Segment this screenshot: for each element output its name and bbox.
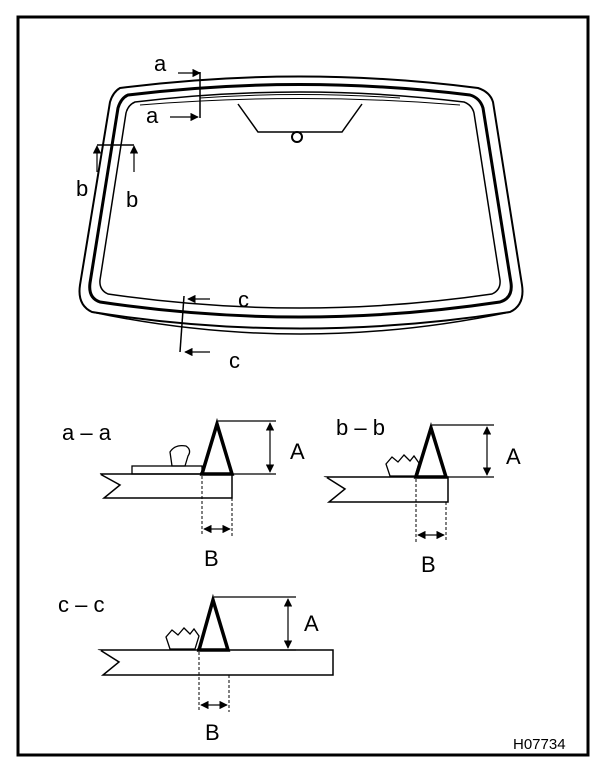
section-marker-b-right: b [126,187,138,212]
retainer-clip [169,444,191,467]
section-title: c – c [58,592,104,617]
figure-frame [16,15,590,757]
section-detail-a-a: a – a A B [62,417,305,571]
section-cut-a: a a [146,51,201,128]
mirror-mount-icon [291,131,303,143]
section-title: a – a [62,420,112,445]
section-title: b – b [336,415,385,440]
body-panel [99,473,233,499]
height-label: A [290,439,305,464]
dam-rubber [385,454,420,477]
dam-rubber [165,627,200,650]
section-marker-a-top: a [154,51,167,76]
moulding-strip [131,465,203,475]
adhesive-bead [196,593,231,652]
section-cut-b: b b [76,144,138,212]
adhesive-bead [199,417,235,476]
section-detail-b-b: b – b A B [323,415,521,577]
height-label: A [304,611,319,636]
windshield-outline [78,75,524,335]
width-label: B [205,720,220,745]
body-panel [323,476,449,503]
width-label: B [204,546,219,571]
adhesive-bead [413,422,449,479]
height-label: A [506,444,521,469]
section-marker-c-top: c [238,287,249,312]
body-panel [97,649,334,676]
section-detail-c-c: c – c A B [58,592,334,745]
section-marker-a-bottom: a [146,103,159,128]
section-marker-c-bottom: c [229,348,240,373]
width-label: B [421,552,436,577]
section-marker-b-left: b [76,176,88,201]
figure-code: H07734 [513,736,566,753]
section-cut-c: c c [179,287,249,373]
